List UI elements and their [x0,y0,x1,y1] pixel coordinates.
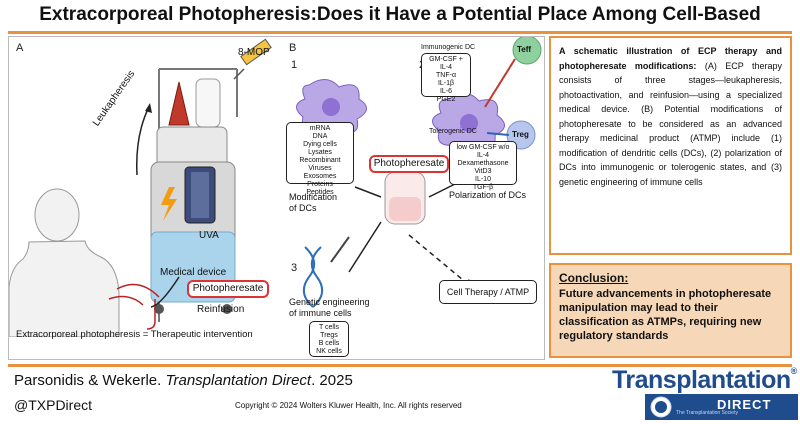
tolerogenic-item: IL-10 [475,176,491,183]
reinfusion-label: Reinfusion [197,304,245,315]
polarization-title: Polarization of DCs [449,190,527,200]
treg-label: Treg [512,130,529,139]
modification-item: DNA [312,133,328,140]
immunogenic-list-box: GM-CSF + IL-4 TNF-α IL-1β IL-6 PGE2 [421,53,471,103]
immunogenic-item: IL-6 [439,88,453,95]
patient-figure [9,188,120,337]
tolerogenic-title: Tolerogenic DC [429,128,477,135]
teff-label: Teff [517,45,532,54]
step-1-label: 1 [291,59,298,71]
teff-cell [512,37,542,65]
conclusion-heading: Conclusion: [559,271,629,285]
modification-title: Modification of DCs [289,192,338,213]
tolerogenic-item: Dexamethasone [457,160,509,167]
conclusion-text: Future advancements in photopheresate ma… [559,288,772,342]
pipette-icon [330,236,350,263]
citation-authors: Parsonidis & Wekerle. [14,372,166,389]
citation-year: . 2025 [311,372,353,389]
conclusion-box: Conclusion: Future advancements in photo… [549,263,792,358]
genetic-list-box: T cells Tregs B cells NK cells [309,321,349,357]
panel-a-caption: Extracorporeal photopheresis = Therapeut… [16,329,253,340]
step-3-label: 3 [291,262,298,274]
logo-direct: DIRECT [717,397,772,412]
centrifuge-cone [168,81,190,126]
device-label: Medical device [160,267,227,278]
photopheresate-tag-b: Photopheresate [369,155,449,173]
drug-label: 8-MOP [238,47,270,58]
ecp-illustration [9,38,272,337]
logo-word: Transplantation [612,366,791,394]
modification-item: Dying cells [303,141,337,148]
syringe-icon [233,38,272,80]
citation: Parsonidis & Wekerle. Transplantation Di… [14,372,353,389]
modification-item: Exosomes [303,173,337,180]
twitter-handle[interactable]: @TXPDirect [14,397,92,413]
panel-a-label: A [16,42,24,54]
genetic-item: B cells [318,340,340,347]
tolerogenic-list-box: low GM-CSF w/o IL-4 Dexamethasone VitD3 … [449,141,517,191]
tubing [116,283,160,330]
dna-icon [302,246,324,308]
panel-b-label: B [289,42,297,54]
leukapheresis-arrow [136,106,150,176]
genetic-item: NK cells [316,348,342,355]
modification-item: Recombinant Viruses [299,157,341,172]
immunogenic-item: TNF-α [436,72,456,79]
uva-label: UVA [199,230,219,241]
reinfusion-arrow [150,276,180,308]
genetic-item: T cells [318,324,340,331]
summary-lead: A schematic illustration of ECP therapy … [559,46,782,71]
society-seal-icon [650,396,672,418]
tolerogenic-item: VitD3 [474,168,492,175]
footer-rule [8,364,792,367]
copyright: Copyright © 2024 Wolters Kluwer Health, … [235,401,462,410]
modification-item: Proteins [307,181,333,188]
modification-list-box: mRNA DNA Dying cells Lysates Recombinant… [286,122,354,196]
illustration-panel: A [8,36,545,360]
summary-box: A schematic illustration of ECP therapy … [549,36,792,255]
journal-logo: Transplantation® [612,366,797,395]
modification-item: Lysates [308,149,332,156]
title-rule [8,31,792,34]
photopheresate-tag-a: Photopheresate [187,280,269,298]
immunogenic-item: PGE2 [436,96,456,103]
logo-reg: ® [790,366,798,376]
tolerogenic-item: low GM-CSF w/o IL-4 [456,144,510,159]
citation-journal: Transplantation Direct [165,372,312,389]
page-title: Extracorporeal Photopheresis:Does it Hav… [39,4,761,55]
genetic-title: Genetic engineering of immune cells [289,297,370,318]
modification-item: mRNA [309,125,331,132]
genetic-item: Tregs [320,332,338,339]
immunogenic-item: IL-1β [437,80,455,87]
dashed-arrow [408,234,470,286]
immunogenic-item: GM-CSF + IL-4 [429,56,463,71]
tolerogenic-item: TGF-β [472,184,494,191]
cell-therapy-box: Cell Therapy / ATMP [439,280,537,304]
lightning-icon [161,187,177,221]
modification-item: Peptides [306,189,334,196]
immunogenic-title: Immunogenic DC [421,44,476,51]
summary-body: (A) ECP therapy consists of three stages… [559,60,782,187]
logo-sub: The Transplantation Society [676,410,738,416]
